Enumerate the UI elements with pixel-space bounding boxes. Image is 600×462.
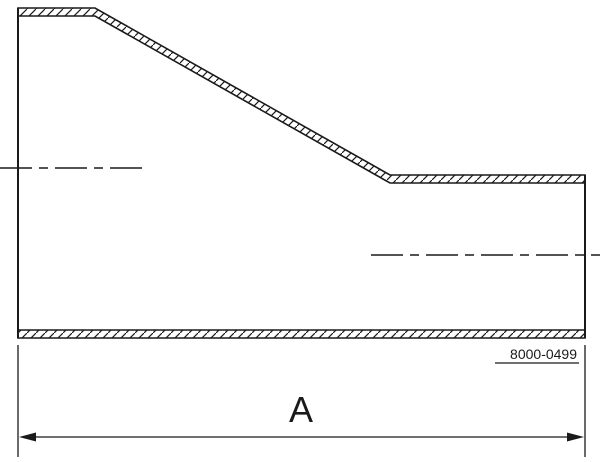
- bottom-wall-hatched-section: [17, 329, 586, 339]
- reducer-body: [17, 7, 586, 339]
- dimension-a: A: [17, 345, 586, 457]
- part-number-label: 8000-0499: [510, 346, 577, 362]
- part-number: 8000-0499: [495, 346, 579, 364]
- top-wall-hatched-section: [17, 7, 586, 184]
- centerlines: [0, 167, 600, 256]
- dimension-label: A: [289, 389, 313, 430]
- dimension-arrow-right: [567, 432, 584, 442]
- dimension-arrow-left: [19, 432, 36, 442]
